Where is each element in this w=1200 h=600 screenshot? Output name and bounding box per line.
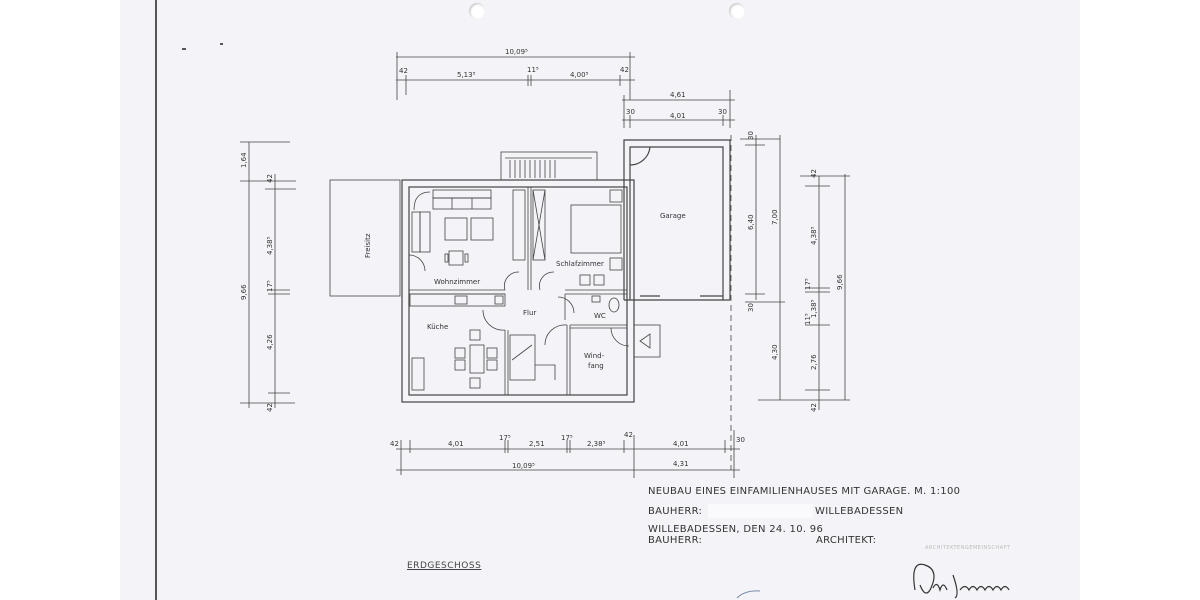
room-label-garage: Garage xyxy=(660,212,686,220)
svg-text:5,13⁵: 5,13⁵ xyxy=(457,71,476,79)
svg-text:4,38⁵: 4,38⁵ xyxy=(266,236,274,255)
svg-text:42: 42 xyxy=(624,431,633,439)
svg-text:4,38⁵: 4,38⁵ xyxy=(810,226,818,245)
svg-text:42: 42 xyxy=(399,67,408,75)
svg-text:4,31: 4,31 xyxy=(673,460,689,468)
svg-text:42: 42 xyxy=(810,403,818,412)
svg-text:42: 42 xyxy=(620,66,629,74)
svg-text:6,40: 6,40 xyxy=(747,214,755,230)
pen-mark xyxy=(736,590,761,599)
hall-stairs xyxy=(509,296,575,381)
svg-text:17⁵: 17⁵ xyxy=(561,434,573,442)
svg-text:4,01: 4,01 xyxy=(448,440,464,448)
svg-text:4,00⁵: 4,00⁵ xyxy=(570,71,589,79)
room-label-freisitz: Freisitz xyxy=(364,233,372,258)
svg-text:42: 42 xyxy=(390,440,399,448)
dimension-labels: 10,09⁵ 42 5,13⁵ 11⁵ 4,00⁵ 42 4,61 30 4,0… xyxy=(240,48,844,470)
bauherr-label: BAUHERR: xyxy=(648,506,703,517)
room-label-wohnzimmer: Wohnzimmer xyxy=(434,278,480,286)
bauherr-location: WILLEBADESSEN xyxy=(815,506,904,517)
kitchen-furniture xyxy=(409,293,506,391)
svg-text:4,61: 4,61 xyxy=(670,91,686,99)
wc-fixtures xyxy=(591,295,630,347)
svg-text:10,09⁵: 10,09⁵ xyxy=(512,462,535,470)
exterior-stairs xyxy=(500,151,598,181)
svg-text:30: 30 xyxy=(626,108,635,116)
entrance-marker xyxy=(633,324,661,358)
svg-text:11⁵: 11⁵ xyxy=(527,66,539,74)
svg-text:30: 30 xyxy=(718,108,727,116)
svg-text:17⁵: 17⁵ xyxy=(804,278,812,290)
top-dimension-chain xyxy=(396,52,735,128)
svg-text:17⁵: 17⁵ xyxy=(499,434,511,442)
room-label-windfang-2: fang xyxy=(588,362,604,370)
svg-text:2,76: 2,76 xyxy=(810,354,818,370)
punch-hole-right xyxy=(729,3,745,19)
project-title: NEUBAU EINES EINFAMILIENHAUSES MIT GARAG… xyxy=(648,486,961,497)
svg-text:1,64: 1,64 xyxy=(240,152,248,168)
svg-text:2,38⁵: 2,38⁵ xyxy=(587,440,606,448)
svg-text:30: 30 xyxy=(747,303,755,312)
architekt-label: ARCHITEKT: xyxy=(816,535,877,546)
svg-text:42: 42 xyxy=(266,174,274,183)
room-label-schlafzimmer: Schlafzimmer xyxy=(556,260,604,268)
floor-label: ERDGESCHOSS xyxy=(407,561,482,571)
margin-line xyxy=(155,0,157,600)
svg-text:4,01: 4,01 xyxy=(673,440,689,448)
svg-text:2,51: 2,51 xyxy=(529,440,545,448)
svg-text:4,01: 4,01 xyxy=(670,112,686,120)
svg-text:42: 42 xyxy=(810,169,818,178)
room-label-flur: Flur xyxy=(523,309,536,317)
room-label-wc: WC xyxy=(594,312,606,320)
svg-text:9,66: 9,66 xyxy=(836,274,844,290)
house-walls xyxy=(401,179,635,403)
living-room-furniture xyxy=(408,189,555,291)
svg-text:1,38⁵: 1,38⁵ xyxy=(810,299,818,318)
room-label-kueche: Küche xyxy=(427,323,448,331)
bauherr-signature-label: BAUHERR: xyxy=(648,535,703,546)
architect-stamp: ARCHITEKTENGEMEINSCHAFT xyxy=(925,545,1011,551)
svg-text:10,09⁵: 10,09⁵ xyxy=(505,48,528,56)
room-labels: Freisitz Wohnzimmer Schlafzimmer Garage … xyxy=(364,212,686,370)
right-dimension-chain xyxy=(730,135,850,470)
svg-text:4,30: 4,30 xyxy=(771,344,779,360)
room-label-windfang: Wind- xyxy=(584,352,605,360)
garage-walls xyxy=(623,139,731,301)
redacted-name xyxy=(708,504,813,518)
svg-text:30: 30 xyxy=(747,131,755,140)
date-line: WILLEBADESSEN, DEN 24. 10. 96 xyxy=(648,524,824,535)
svg-text:30: 30 xyxy=(736,436,745,444)
svg-text:7,00: 7,00 xyxy=(771,209,779,225)
svg-text:11⁵: 11⁵ xyxy=(804,313,812,325)
svg-text:9,66: 9,66 xyxy=(240,284,248,300)
bedroom-furniture xyxy=(570,189,623,286)
architect-signature xyxy=(913,563,1010,599)
svg-text:42: 42 xyxy=(266,403,274,412)
svg-text:4,26: 4,26 xyxy=(266,334,274,350)
punch-hole-left xyxy=(469,3,485,19)
bottom-dimension-chain xyxy=(396,430,740,478)
left-dimension-chain xyxy=(240,141,296,408)
svg-text:17⁵: 17⁵ xyxy=(266,280,274,292)
freisitz-terrace xyxy=(329,179,401,297)
